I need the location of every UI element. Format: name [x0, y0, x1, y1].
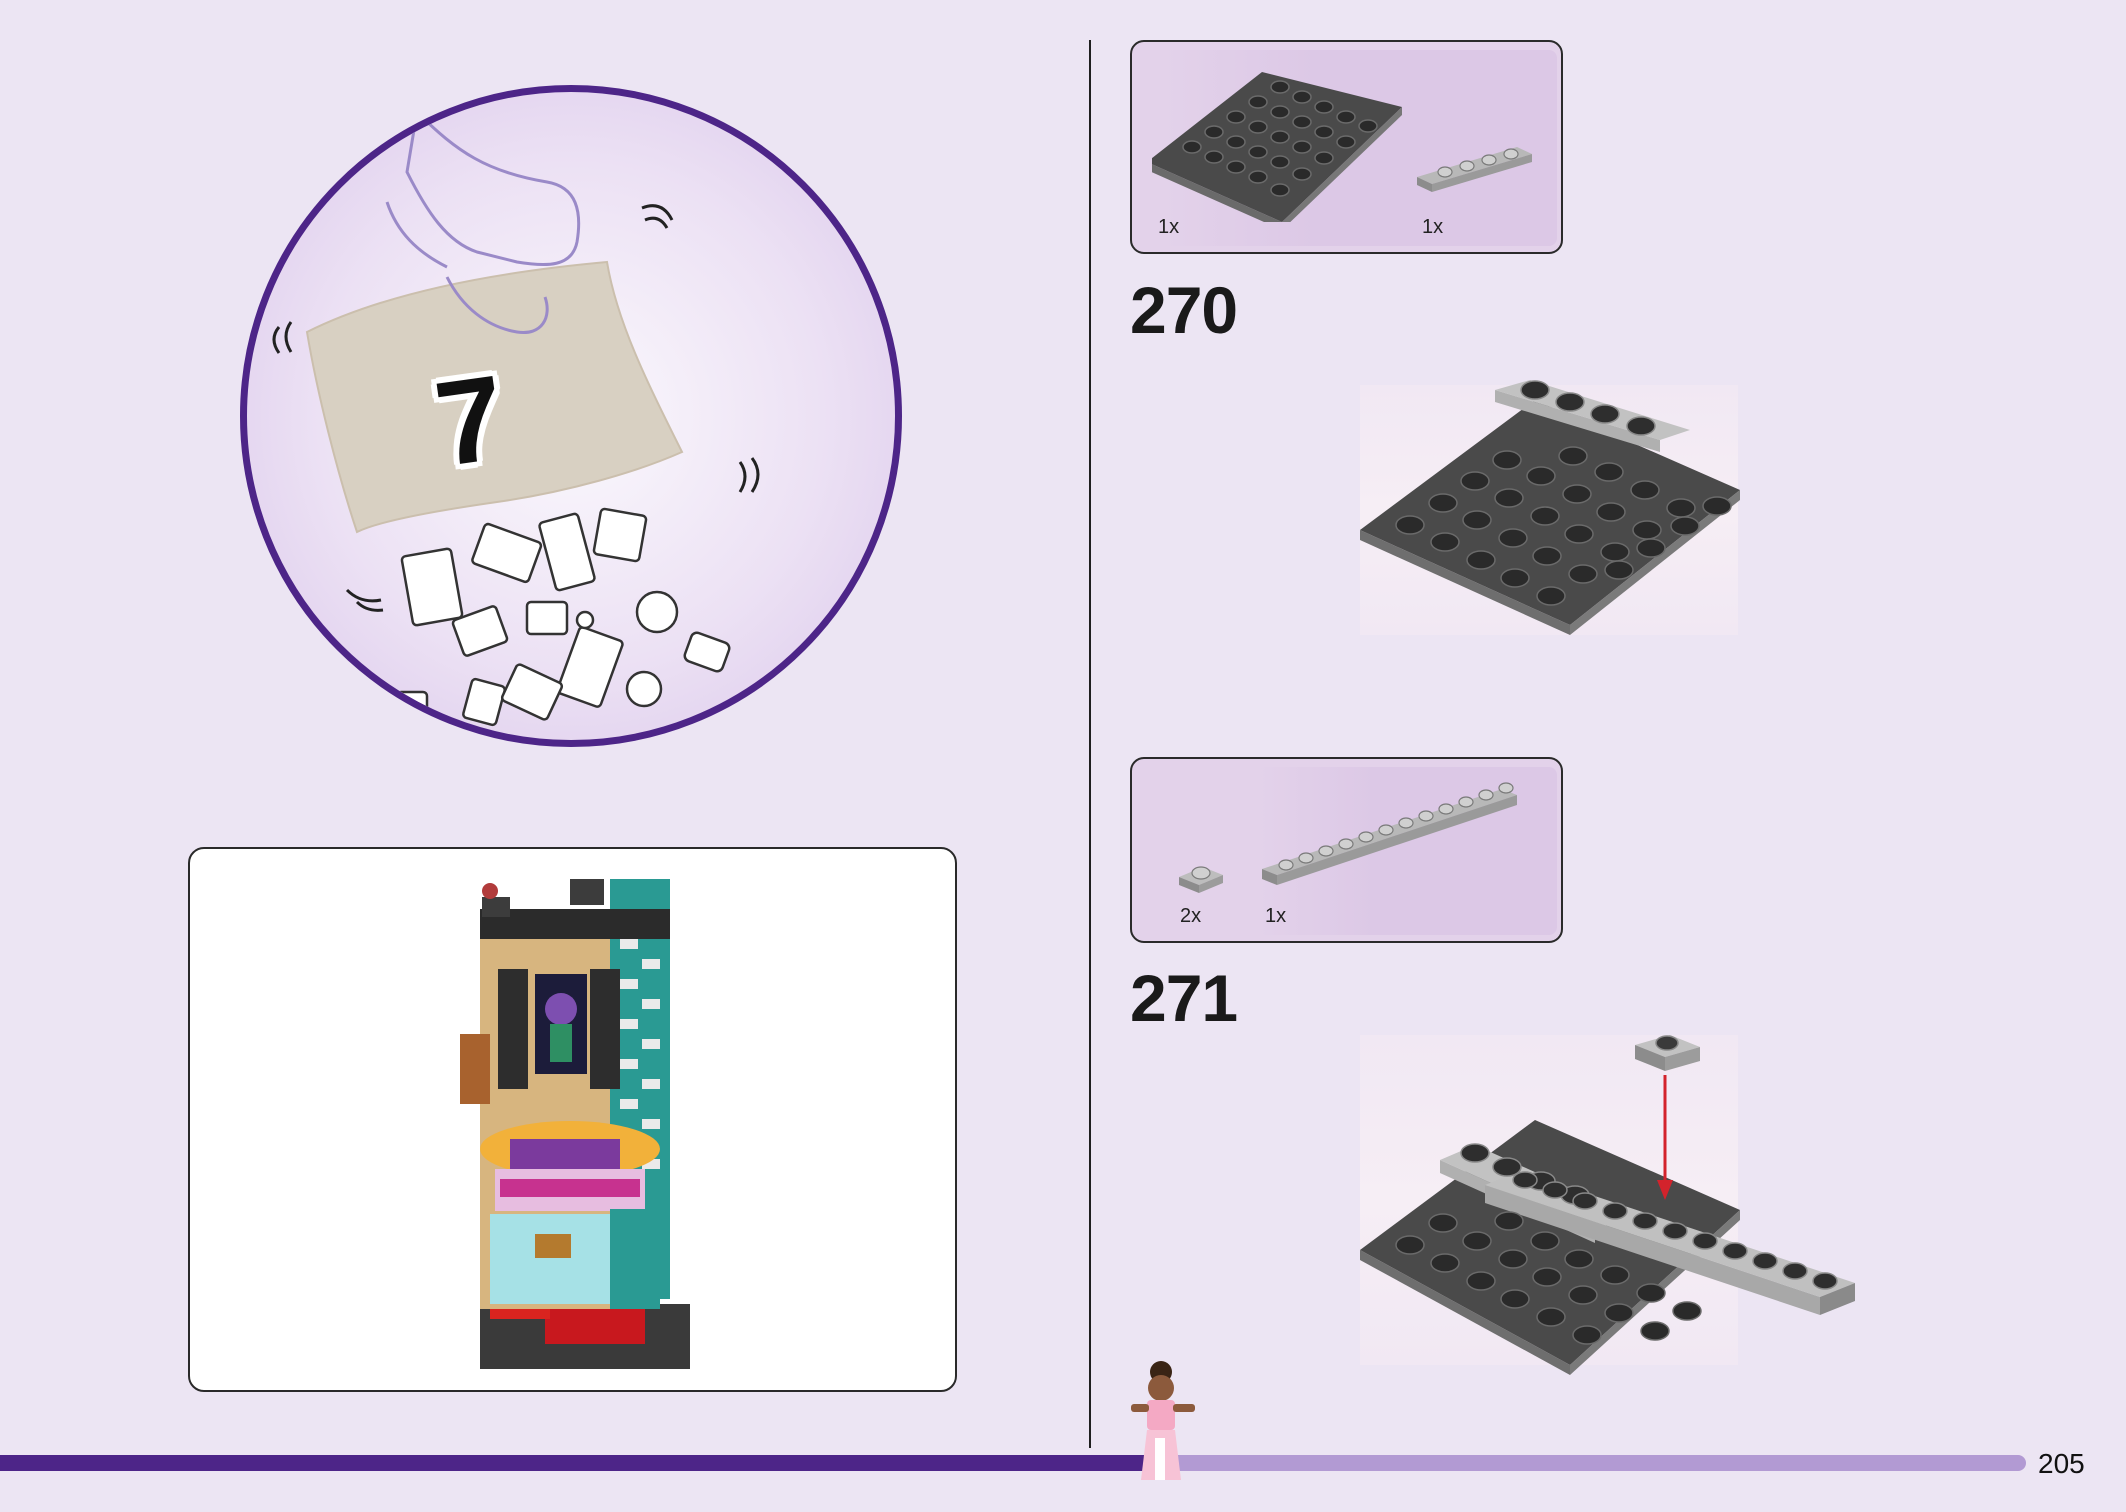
part-qty: 1x: [1422, 216, 1444, 238]
part-light-grey-plate-1x4: [1417, 147, 1532, 192]
step-number-270: 270: [1130, 273, 1238, 347]
parts-callout-270: 1x 1x: [1130, 40, 1563, 254]
progress-fill: [0, 1455, 1151, 1471]
part-qty: 1x: [1265, 905, 1287, 927]
model-preview-panel: [188, 847, 957, 1392]
part-dark-grey-plate-6x6: [1152, 72, 1402, 222]
part-qty: 1x: [1158, 216, 1180, 238]
parts-callout-271: 2x 1x: [1130, 757, 1563, 943]
part-light-grey-plate-1x12: [1262, 782, 1517, 885]
minifigure-progress-marker: [1131, 1361, 1195, 1480]
page-number: 205: [2038, 1448, 2085, 1479]
bag-bubble: 7: [240, 85, 902, 747]
part-qty: 2x: [1180, 905, 1202, 927]
page-divider: [1089, 40, 1091, 1448]
model-preview-illustration: [460, 879, 690, 1369]
step-271-assembly: [1360, 1035, 1855, 1375]
part-light-grey-plate-1x1: [1179, 866, 1223, 893]
step-number-271: 271: [1130, 961, 1238, 1035]
step-270-assembly: [1360, 380, 1740, 635]
open-bag-illustration: [272, 108, 760, 738]
